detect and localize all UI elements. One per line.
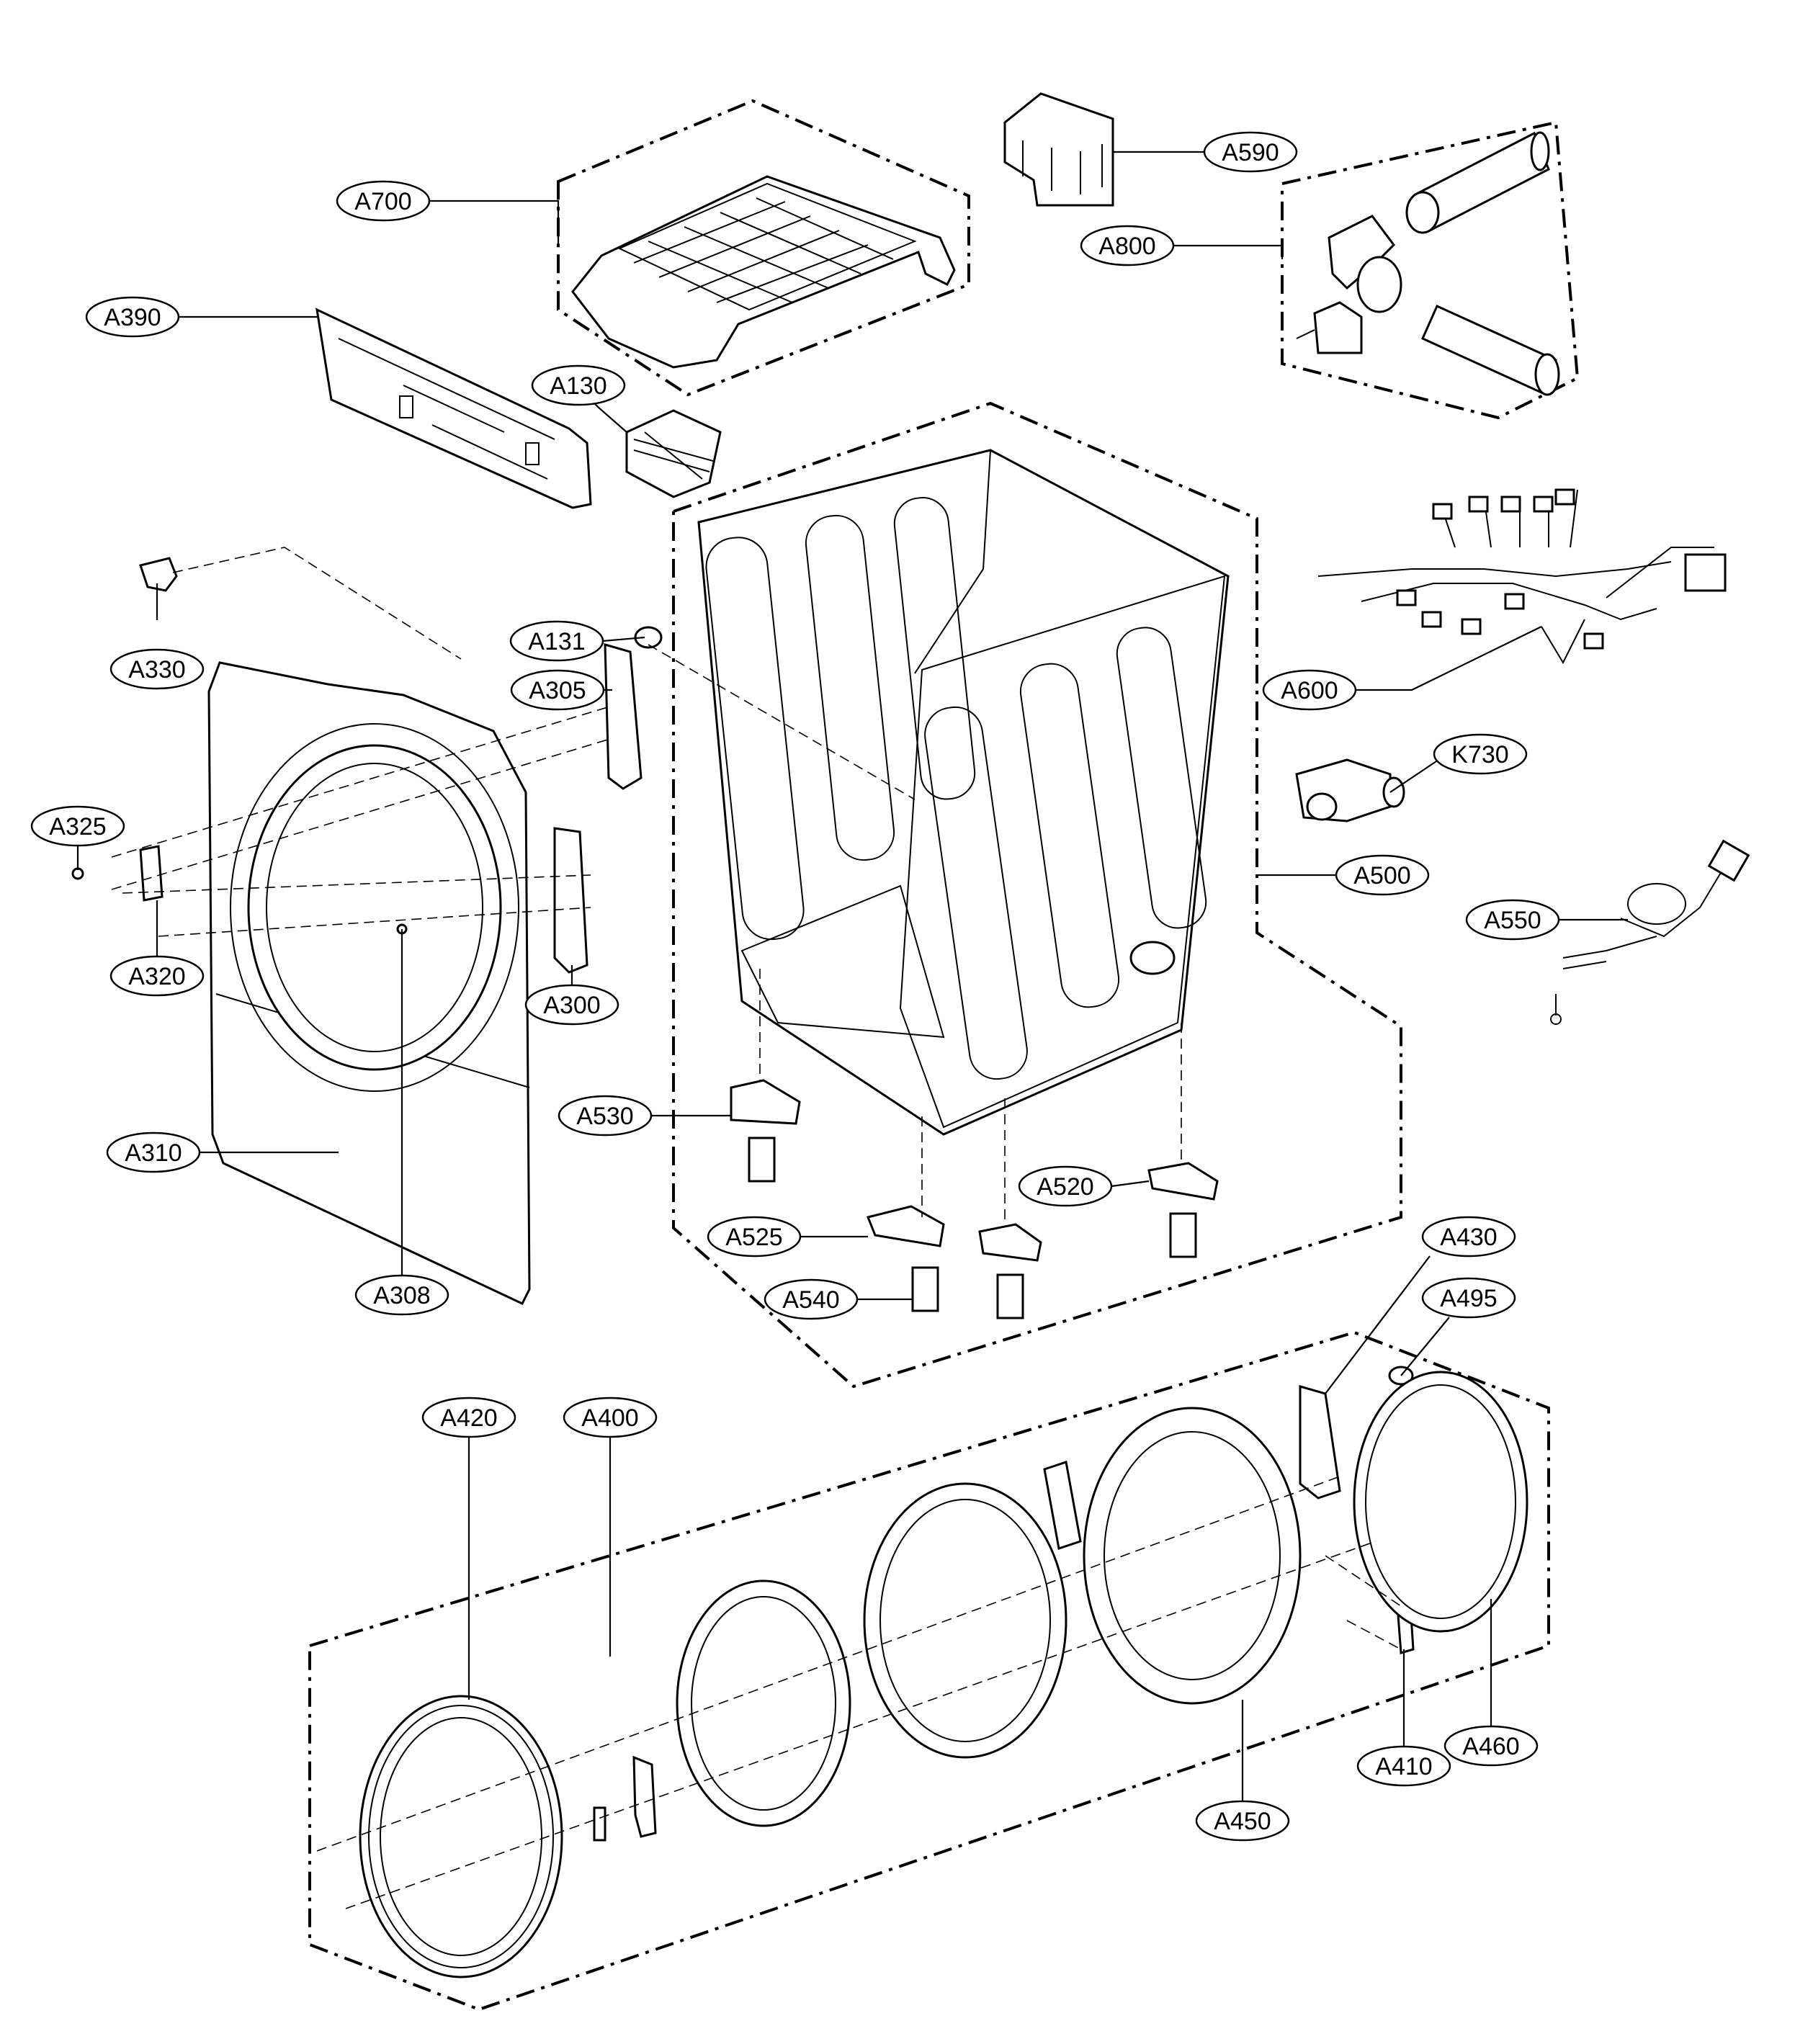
callout-a308[interactable]: A308	[354, 1274, 449, 1316]
part-a460-gasket	[1353, 1371, 1528, 1633]
callout-a600-label: A600	[1281, 677, 1338, 704]
a700-group-box	[557, 99, 970, 397]
callout-a420[interactable]: A420	[421, 1397, 516, 1438]
part-a390-control-bracket	[315, 308, 592, 509]
callout-a500[interactable]: A500	[1335, 854, 1430, 896]
group-outlines	[308, 99, 1580, 2012]
part-door-glass-inner	[863, 1482, 1067, 1759]
callout-a330-label: A330	[128, 656, 185, 683]
callout-a400-label: A400	[581, 1404, 638, 1432]
callout-a325[interactable]: A325	[30, 805, 125, 847]
callout-a310[interactable]: A310	[106, 1131, 201, 1173]
callout-a300[interactable]: A300	[524, 984, 619, 1026]
part-a300-bracket	[553, 827, 588, 974]
callout-a131[interactable]: A131	[509, 620, 604, 662]
a800-group-box	[1281, 120, 1580, 420]
part-a540-leg	[911, 1266, 939, 1312]
callout-a320[interactable]: A320	[109, 955, 205, 997]
part-a430-hinge	[1299, 1385, 1341, 1500]
callout-a130-label: A130	[550, 372, 606, 400]
part-a550-power-cord	[1550, 839, 1750, 1025]
callout-a600[interactable]: A600	[1262, 669, 1357, 711]
callout-a495[interactable]: A495	[1421, 1277, 1516, 1319]
part-a800-exhaust-duct	[1296, 131, 1560, 396]
part-a525-bracket-b	[978, 1223, 1042, 1262]
part-a590-bracket	[1003, 92, 1114, 207]
callout-a800[interactable]: A800	[1080, 225, 1175, 266]
part-a530-bracket	[730, 1079, 801, 1125]
callout-a305[interactable]: A305	[510, 669, 605, 711]
callout-a530[interactable]: A530	[558, 1095, 653, 1137]
callout-a450-label: A450	[1214, 1808, 1271, 1835]
callout-a390[interactable]: A390	[85, 296, 180, 338]
callout-a390-label: A390	[104, 304, 161, 331]
callout-a700-label: A700	[354, 188, 411, 215]
callout-a520[interactable]: A520	[1018, 1165, 1113, 1207]
callout-a450[interactable]: A450	[1195, 1800, 1290, 1842]
a500-group-box	[672, 401, 1402, 1389]
part-a600-wire-harness	[1317, 488, 1727, 665]
callout-a308-label: A308	[373, 1282, 430, 1309]
part-door-glass-outer	[676, 1579, 851, 1827]
callout-a500-label: A500	[1353, 862, 1410, 889]
part-a450-door-frame	[1083, 1407, 1302, 1705]
small-parts	[71, 557, 1415, 1654]
callout-a590[interactable]: A590	[1203, 131, 1298, 173]
callout-a305-label: A305	[529, 677, 586, 704]
callout-a325-label: A325	[49, 813, 106, 841]
leader-lines	[76, 151, 1628, 1801]
callout-a430[interactable]: A430	[1421, 1216, 1516, 1258]
part-a325-screw	[71, 867, 84, 880]
hidden-lines	[111, 547, 1402, 1909]
part-a525-bracket	[866, 1205, 945, 1247]
callout-a550[interactable]: A550	[1465, 899, 1560, 941]
callout-a320-label: A320	[128, 963, 185, 990]
callout-a410[interactable]: A410	[1356, 1745, 1451, 1787]
callout-a131-label: A131	[528, 628, 585, 655]
callout-a460[interactable]: A460	[1443, 1725, 1539, 1767]
callout-a520-label: A520	[1037, 1173, 1093, 1201]
callout-a420-label: A420	[440, 1404, 497, 1432]
part-a540-leg-b	[996, 1273, 1024, 1319]
callout-a130[interactable]: A130	[531, 364, 626, 406]
part-a520-leg	[1169, 1212, 1197, 1258]
callout-k730[interactable]: K730	[1433, 733, 1528, 775]
callout-a525-label: A525	[725, 1224, 782, 1251]
callout-a540[interactable]: A540	[764, 1278, 859, 1320]
callout-a495-label: A495	[1440, 1285, 1497, 1312]
part-a131-bushing	[634, 626, 663, 649]
part-a700-drum-tray	[571, 175, 956, 369]
callout-a550-label: A550	[1484, 907, 1541, 934]
callout-a400[interactable]: A400	[563, 1397, 658, 1438]
callout-a590-label: A590	[1222, 139, 1279, 166]
part-a330-switch	[139, 557, 178, 592]
callout-a460-label: A460	[1462, 1733, 1519, 1760]
callout-k730-label: K730	[1451, 741, 1508, 768]
part-a520-bracket	[1147, 1162, 1219, 1201]
part-a305-bracket	[604, 642, 643, 790]
callout-a310-label: A310	[125, 1139, 182, 1167]
callout-a800-label: A800	[1098, 233, 1155, 260]
part-a400-door-assembly	[359, 1371, 1528, 1978]
part-a130-filter	[625, 409, 722, 498]
callout-a525[interactable]: A525	[707, 1216, 802, 1258]
callout-a540-label: A540	[782, 1286, 839, 1314]
part-a310-front-panel	[207, 661, 531, 1305]
part-a320-hinge	[139, 845, 164, 902]
callout-a410-label: A410	[1375, 1753, 1432, 1780]
part-a500-cabinet	[697, 449, 1230, 1136]
part-k730-valve	[1295, 758, 1405, 822]
callout-a530-label: A530	[576, 1103, 633, 1130]
callout-a330[interactable]: A330	[109, 648, 205, 690]
callout-a300-label: A300	[543, 992, 600, 1019]
callout-a700[interactable]: A700	[336, 180, 431, 222]
part-a530-leg	[748, 1137, 776, 1183]
part-a420-door-trim	[359, 1695, 563, 1978]
callout-a430-label: A430	[1440, 1224, 1497, 1251]
